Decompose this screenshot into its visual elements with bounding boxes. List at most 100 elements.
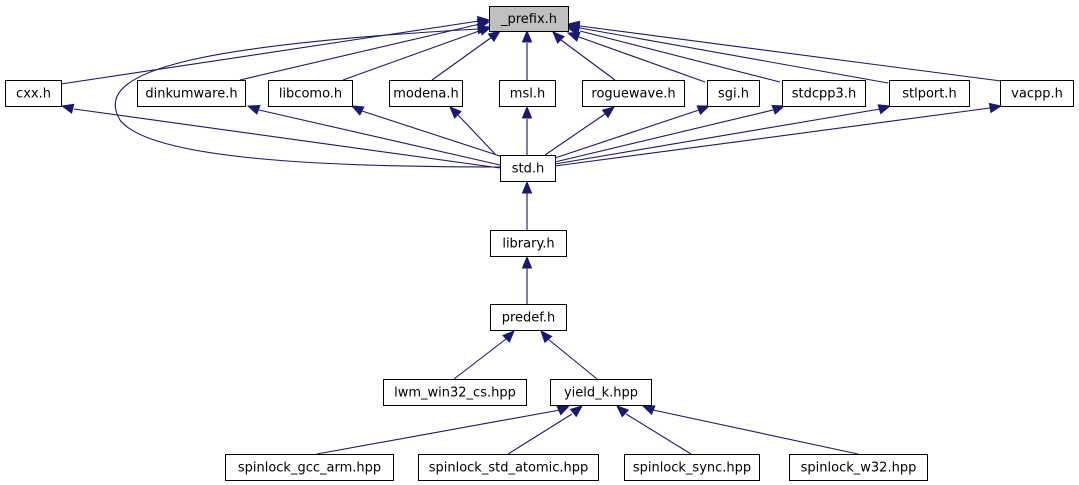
node-dinkumware[interactable]: dinkumware.h — [137, 80, 246, 107]
edge-line — [258, 109, 501, 166]
node-label[interactable]: lwm_win32_cs.hpp — [394, 386, 516, 401]
edge-line — [579, 30, 781, 83]
arrowhead-icon — [552, 31, 565, 44]
node-label[interactable]: vacpp.h — [1011, 87, 1063, 102]
edge-modena-to-prefix — [431, 30, 502, 81]
node-label[interactable]: stlport.h — [902, 87, 957, 102]
edge-std-to-stdcpp3 — [554, 105, 786, 163]
arrowhead-icon — [601, 106, 616, 119]
arrowhead-icon — [521, 105, 533, 119]
edge-line — [114, 28, 501, 168]
node-box[interactable] — [582, 80, 685, 107]
edge-line — [554, 107, 991, 167]
node-box[interactable] — [782, 80, 866, 107]
edge-line — [316, 409, 561, 455]
edge-std-to-prefix — [114, 23, 501, 168]
node-roguewave[interactable]: roguewave.h — [582, 80, 685, 107]
node-box[interactable] — [789, 454, 928, 481]
node-label[interactable]: sgi.h — [718, 87, 749, 102]
node-stdcpp3[interactable]: stdcpp3.h — [782, 80, 866, 107]
edge-line — [73, 108, 501, 169]
arrowhead-icon — [60, 103, 75, 114]
node-label[interactable]: spinlock_std_atomic.hpp — [429, 461, 589, 476]
arrowhead-icon — [487, 30, 502, 43]
node-predef[interactable]: predef.h — [490, 304, 567, 331]
edge-line — [554, 109, 700, 159]
node-label[interactable]: spinlock_gcc_arm.hpp — [238, 461, 381, 476]
node-sp_std_atomic[interactable]: spinlock_std_atomic.hpp — [418, 454, 599, 481]
node-libcomo[interactable]: libcomo.h — [268, 80, 353, 107]
node-box[interactable] — [418, 454, 599, 481]
node-label[interactable]: library.h — [502, 237, 554, 252]
edge-std-to-stlport — [554, 104, 892, 165]
node-box[interactable] — [225, 454, 394, 481]
node-box[interactable] — [499, 80, 556, 107]
node-box[interactable] — [137, 80, 246, 107]
node-label[interactable]: spinlock_w32.hpp — [801, 461, 917, 476]
node-std[interactable]: std.h — [500, 155, 556, 182]
node-box[interactable] — [707, 80, 760, 107]
edge-msl-to-prefix — [521, 29, 533, 80]
edge-line — [578, 36, 706, 83]
node-sp_w32[interactable]: spinlock_w32.hpp — [789, 454, 928, 481]
edge-line — [457, 114, 497, 156]
node-stlport[interactable]: stlport.h — [889, 80, 970, 107]
node-box[interactable] — [383, 379, 527, 406]
node-box[interactable] — [550, 379, 652, 406]
node-label[interactable]: cxx.h — [16, 87, 51, 102]
edge-dinkumware-to-prefix — [239, 19, 491, 81]
node-sp_gcc_arm[interactable]: spinlock_gcc_arm.hpp — [225, 454, 394, 481]
arrowhead-icon — [616, 405, 630, 418]
node-label[interactable]: dinkumware.h — [145, 87, 237, 102]
node-box[interactable] — [624, 454, 760, 481]
arrowhead-icon — [540, 330, 553, 344]
edge-std-to-sgi — [554, 105, 711, 159]
node-box[interactable] — [500, 155, 556, 182]
node-box[interactable] — [1000, 80, 1074, 107]
node-label[interactable]: _prefix.h — [500, 12, 557, 27]
edge-sp_sync-to-yield — [616, 405, 692, 455]
node-label[interactable]: msl.h — [510, 87, 545, 102]
node-label[interactable]: predef.h — [502, 311, 556, 326]
nodes-layer: _prefix.h cxx.h dinkumware.h libcomo.h moden… — [5, 6, 1074, 481]
edge-std-to-vacpp — [554, 102, 1003, 167]
edge-library-to-std — [521, 180, 533, 230]
node-sgi[interactable]: sgi.h — [707, 80, 760, 107]
node-prefix[interactable]: _prefix.h — [489, 6, 569, 32]
node-box[interactable] — [490, 230, 567, 257]
node-label[interactable]: stdcpp3.h — [792, 87, 856, 102]
node-label[interactable]: std.h — [512, 162, 545, 177]
node-library[interactable]: library.h — [490, 230, 567, 257]
edge-line — [554, 108, 881, 165]
arrowhead-icon — [696, 105, 711, 116]
node-box[interactable] — [389, 80, 463, 107]
edge-vacpp-to-prefix — [566, 20, 1002, 82]
node-label[interactable]: yield_k.hpp — [564, 386, 638, 401]
node-label[interactable]: libcomo.h — [279, 87, 342, 102]
edge-std-to-libcomo — [350, 105, 504, 158]
node-box[interactable] — [489, 6, 569, 32]
node-sp_sync[interactable]: spinlock_sync.hpp — [624, 454, 760, 481]
node-yield[interactable]: yield_k.hpp — [550, 379, 652, 406]
node-box[interactable] — [5, 80, 62, 107]
node-modena[interactable]: modena.h — [389, 80, 463, 107]
node-label[interactable]: modena.h — [393, 87, 458, 102]
edge-std-to-cxx — [60, 103, 501, 169]
node-box[interactable] — [490, 304, 567, 331]
node-label[interactable]: spinlock_sync.hpp — [633, 461, 751, 476]
node-box[interactable] — [889, 80, 970, 107]
node-msl[interactable]: msl.h — [499, 80, 556, 107]
node-lwm[interactable]: lwm_win32_cs.hpp — [383, 379, 527, 406]
arrowhead-icon — [569, 405, 584, 418]
edge-line — [579, 25, 1002, 82]
node-box[interactable] — [268, 80, 353, 107]
arrowhead-icon — [566, 20, 581, 32]
edge-sp_std_atomic-to-yield — [507, 405, 584, 455]
node-cxx[interactable]: cxx.h — [5, 80, 62, 107]
edge-stdcpp3-to-prefix — [566, 25, 781, 83]
edge-line — [625, 413, 692, 455]
edge-line — [579, 27, 889, 84]
node-label[interactable]: roguewave.h — [591, 87, 675, 102]
node-vacpp[interactable]: vacpp.h — [1000, 80, 1074, 107]
